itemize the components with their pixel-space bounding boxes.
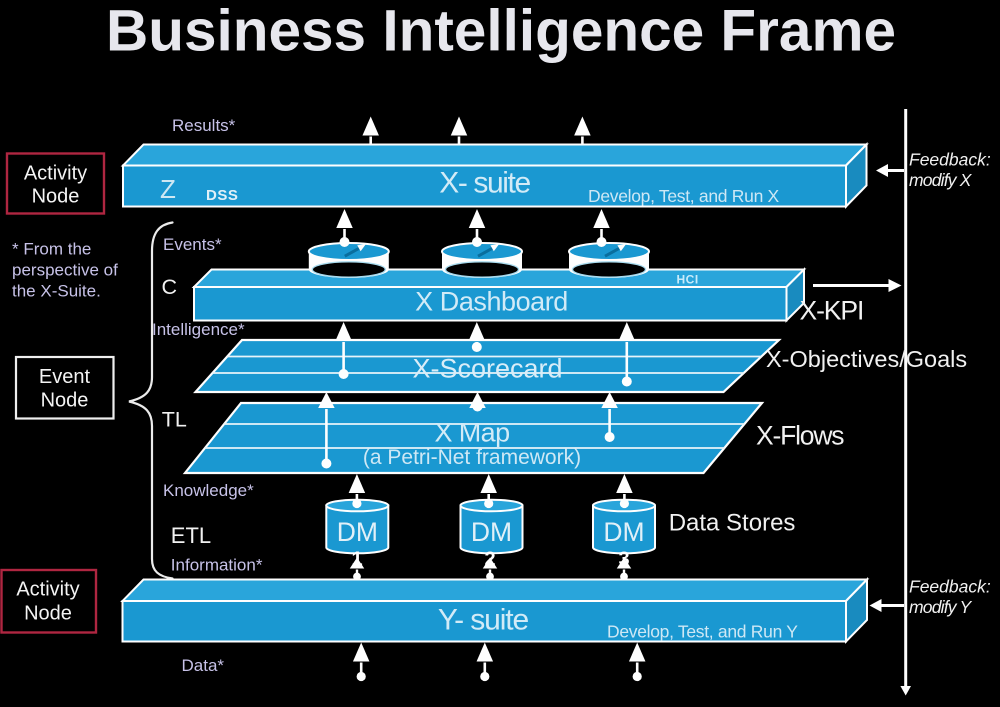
svg-text:C: C: [162, 275, 178, 299]
svg-text:X-KPI: X-KPI: [800, 296, 864, 326]
svg-text:Event: Event: [39, 366, 91, 388]
svg-text:Knowledge*: Knowledge*: [163, 481, 254, 500]
svg-text:DSS: DSS: [206, 187, 238, 204]
svg-text:Results*: Results*: [172, 116, 236, 135]
svg-text:DM: DM: [471, 517, 512, 547]
svg-text:Y- suite: Y- suite: [438, 604, 529, 637]
svg-text:Business Intelligence Frame: Business Intelligence Frame: [106, 0, 896, 64]
svg-text:Feedback:: Feedback:: [909, 150, 991, 170]
svg-text:Activity: Activity: [16, 579, 79, 601]
svg-text:X Map: X Map: [434, 418, 509, 448]
svg-text:* From the: * From the: [12, 240, 91, 259]
svg-text:modify Y: modify Y: [909, 597, 972, 617]
svg-text:Activity: Activity: [24, 163, 87, 185]
svg-text:Node: Node: [24, 603, 72, 625]
svg-text:Data Stores: Data Stores: [669, 510, 796, 537]
svg-text:Z: Z: [160, 174, 176, 204]
svg-text:(a Petri-Net framework): (a Petri-Net framework): [363, 446, 581, 469]
svg-text:X Dashboard: X Dashboard: [415, 287, 568, 317]
svg-text:X-Scorecard: X-Scorecard: [412, 354, 562, 384]
svg-text:DM: DM: [337, 517, 378, 547]
svg-text:perspective of: perspective of: [12, 261, 118, 280]
svg-text:Develop, Test, and Run Y: Develop, Test, and Run Y: [607, 622, 798, 642]
svg-text:HCI: HCI: [677, 273, 699, 287]
svg-text:X-Flows: X-Flows: [756, 421, 844, 451]
svg-text:Node: Node: [41, 390, 89, 412]
svg-text:Information*: Information*: [171, 556, 263, 575]
svg-text:Node: Node: [32, 186, 80, 208]
svg-text:DM: DM: [603, 517, 644, 547]
svg-text:TL: TL: [162, 408, 187, 432]
svg-text:Develop, Test, and Run X: Develop, Test, and Run X: [588, 186, 780, 206]
svg-text:the X-Suite.: the X-Suite.: [12, 282, 101, 301]
svg-text:X-Objectives/Goals: X-Objectives/Goals: [766, 346, 967, 372]
svg-text:X- suite: X- suite: [439, 167, 530, 200]
svg-text:ETL: ETL: [171, 523, 211, 548]
svg-text:Feedback:: Feedback:: [909, 577, 991, 597]
svg-text:modify X: modify X: [909, 170, 973, 190]
svg-text:Intelligence*: Intelligence*: [152, 320, 245, 339]
svg-text:Data*: Data*: [182, 656, 225, 675]
svg-text:Events*: Events*: [163, 235, 222, 254]
